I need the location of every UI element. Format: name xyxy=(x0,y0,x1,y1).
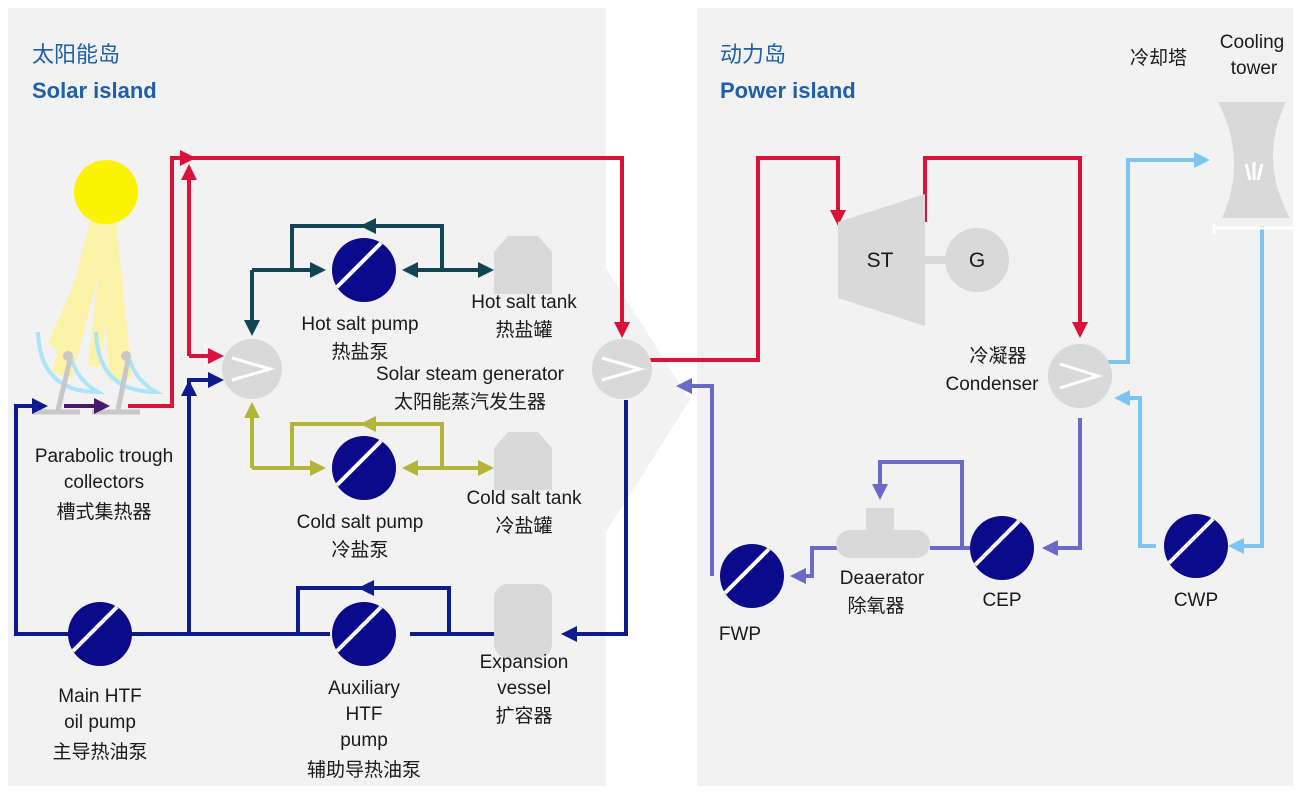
aux-pump-label-en-2: HTF xyxy=(346,704,383,725)
sun-icon xyxy=(74,160,138,224)
generator: G xyxy=(945,228,1009,292)
aux-htf-pump-label: Auxiliary HTF pump 辅助导热油泵 xyxy=(307,678,421,781)
hot-pump-label-cn: 热盐泵 xyxy=(331,341,388,363)
expansion-vessel xyxy=(494,584,552,658)
collectors-label-en-1: Parabolic trough xyxy=(35,446,173,467)
deaerator xyxy=(836,508,930,558)
sun-rays xyxy=(48,220,132,382)
main-pump-label-cn: 主导热油泵 xyxy=(52,741,147,763)
cold-pump-label-en: Cold salt pump xyxy=(297,512,424,533)
hot-salt-pump xyxy=(332,238,396,302)
expansion-label-cn: 扩容器 xyxy=(495,705,552,727)
cwp-label: CWP xyxy=(1174,590,1218,611)
steam-turbine: ST xyxy=(838,194,925,326)
st-label: ST xyxy=(867,249,894,272)
cold-salt-pump xyxy=(332,436,396,500)
expansion-label-en-1: Expansion xyxy=(480,652,569,673)
hot-pump-label-en: Hot salt pump xyxy=(301,314,418,335)
deaerator-label: Deaerator 除氧器 xyxy=(840,568,925,617)
ssg-label-en: Solar steam generator xyxy=(376,364,565,385)
cold-salt-tank-label: Cold salt tank 冷盐罐 xyxy=(466,488,582,537)
deaerator-label-en: Deaerator xyxy=(840,568,925,589)
fwp-pump xyxy=(720,544,784,608)
cep-label: CEP xyxy=(982,590,1021,611)
hot-salt-pump-label: Hot salt pump 热盐泵 xyxy=(301,314,418,363)
cold-tank-label-cn: 冷盐罐 xyxy=(495,515,552,537)
main-htf-oil-pump xyxy=(68,602,132,666)
ssg-label-cn: 太阳能蒸汽发生器 xyxy=(394,391,546,413)
collectors-label-cn: 槽式集热器 xyxy=(56,501,151,523)
ssg-label: Solar steam generator 太阳能蒸汽发生器 xyxy=(376,364,565,413)
hot-salt-loop xyxy=(244,218,494,336)
cold-salt-loop xyxy=(244,402,494,476)
power-island-title-cn: 动力岛 xyxy=(720,42,786,67)
solar-island-title-en: Solar island xyxy=(32,78,157,103)
auxiliary-htf-pump xyxy=(332,602,396,666)
cooling-tower-label-en-1: Cooling xyxy=(1220,32,1284,53)
feedwater-loop xyxy=(676,378,1082,584)
hot-salt-tank-label: Hot salt tank 热盐罐 xyxy=(471,292,577,341)
aux-pump-label-cn: 辅助导热油泵 xyxy=(307,759,421,781)
cold-salt-pump-label: Cold salt pump 冷盐泵 xyxy=(297,512,424,561)
collectors-label: Parabolic trough collectors 槽式集热器 xyxy=(35,446,173,523)
condenser-label-cn: 冷凝器 xyxy=(969,345,1026,367)
deaerator-label-cn: 除氧器 xyxy=(847,595,904,617)
aux-pump-label-en-1: Auxiliary xyxy=(328,678,400,699)
hot-tank-label-en: Hot salt tank xyxy=(471,292,577,313)
hot-htf-loop xyxy=(128,150,630,408)
aux-pump-label-en-3: pump xyxy=(340,730,388,751)
cep-pump xyxy=(970,516,1034,580)
cooling-tower xyxy=(1212,102,1296,234)
condenser-label-en: Condenser xyxy=(946,374,1040,395)
hot-tank-label-cn: 热盐罐 xyxy=(495,319,552,341)
condenser xyxy=(1048,344,1112,408)
solar-steam-generator-ssg xyxy=(222,339,282,399)
solar-steam-generator xyxy=(592,339,652,399)
cooling-tower-label-cn: 冷却塔 xyxy=(1130,47,1187,69)
solar-island-title-cn: 太阳能岛 xyxy=(32,42,120,67)
main-pump-label-en-2: oil pump xyxy=(64,712,136,733)
steam-loop xyxy=(650,156,1088,362)
cooling-water-loop xyxy=(1104,152,1264,554)
hot-salt-tank xyxy=(494,236,552,294)
main-htf-pump-label: Main HTF oil pump 主导热油泵 xyxy=(52,686,147,763)
expansion-vessel-label: Expansion vessel 扩容器 xyxy=(480,652,569,727)
collectors-label-en-2: collectors xyxy=(64,472,144,493)
cwp-pump xyxy=(1164,514,1228,578)
cooling-tower-label: 冷却塔 Cooling tower xyxy=(1130,32,1284,79)
main-pump-label-en-1: Main HTF xyxy=(58,686,141,707)
cold-pump-label-cn: 冷盐泵 xyxy=(331,539,388,561)
cooling-tower-label-en-2: tower xyxy=(1231,58,1278,79)
cold-tank-label-en: Cold salt tank xyxy=(466,488,582,509)
condenser-label: 冷凝器 Condenser xyxy=(946,345,1040,395)
fwp-label: FWP xyxy=(719,624,761,645)
power-island-title-en: Power island xyxy=(720,78,856,103)
solar-island-panel xyxy=(8,8,690,786)
g-label: G xyxy=(969,249,985,272)
expansion-label-en-2: vessel xyxy=(497,678,551,699)
cold-salt-tank xyxy=(494,432,552,490)
power-island-panel xyxy=(697,8,1293,786)
